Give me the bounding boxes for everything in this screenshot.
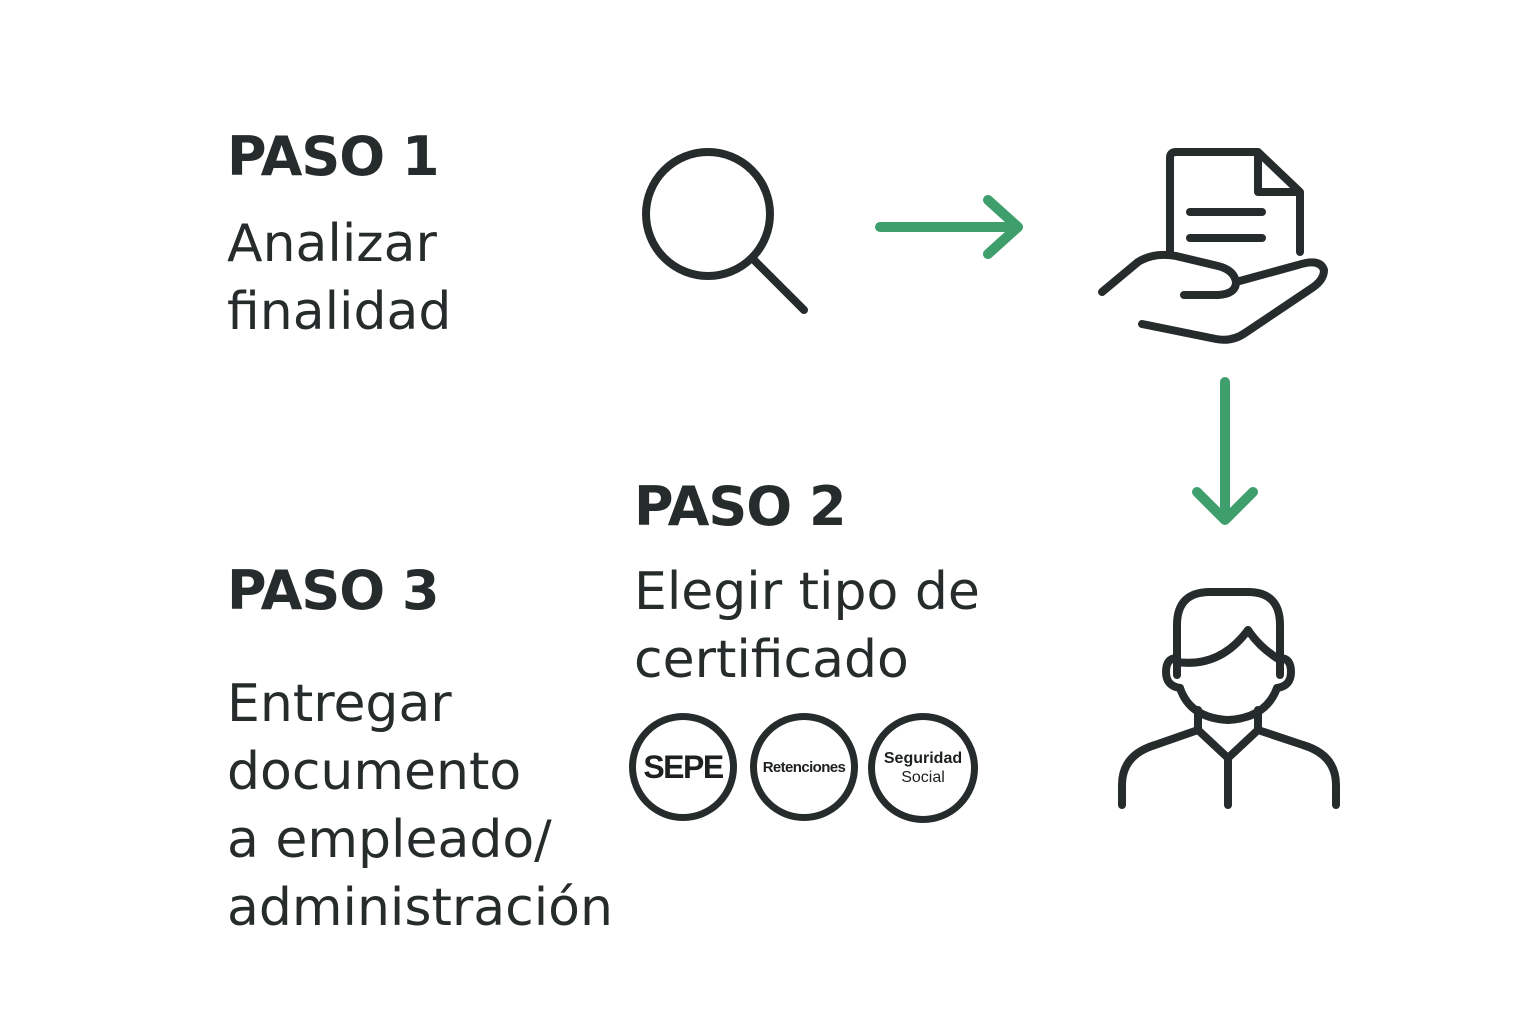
retenciones-badge-label: Retenciones	[762, 758, 846, 776]
step-1-description: Analizar finalidad	[227, 210, 451, 346]
seguridad-social-badge-label-line: Seguridad	[883, 750, 963, 767]
step-3-description-line: Entregar	[227, 674, 452, 734]
step-1-description-line: Analizar	[227, 214, 437, 274]
person-icon	[1118, 588, 1340, 809]
step-3-description: Entregar documento a empleado/ administr…	[227, 670, 613, 942]
step-2-title: PASO 2	[634, 475, 847, 538]
seguridad-social-badge: Seguridad Social	[868, 713, 978, 823]
step-1-title: PASO 1	[227, 125, 440, 188]
step-2-description: Elegir tipo de certificado	[634, 558, 980, 694]
arrow-right-icon	[875, 195, 1023, 259]
step-1-description-line: finalidad	[227, 282, 452, 342]
step-2-description-line: certificado	[634, 630, 909, 690]
arrow-down-icon	[1192, 377, 1258, 525]
sepe-badge: SEPE	[629, 713, 737, 821]
seguridad-social-badge-label-line: Social	[901, 769, 945, 786]
step-3-title: PASO 3	[227, 559, 440, 622]
search-icon	[642, 148, 808, 314]
sepe-badge-label: SEPE	[643, 748, 724, 785]
document-in-hand-icon	[1098, 148, 1328, 344]
step-3-description-line: administración	[227, 878, 613, 938]
retenciones-badge: Retenciones	[750, 713, 858, 821]
step-2-description-line: Elegir tipo de	[634, 562, 980, 622]
step-3-description-line: a empleado/	[227, 810, 552, 870]
step-3-description-line: documento	[227, 742, 522, 802]
